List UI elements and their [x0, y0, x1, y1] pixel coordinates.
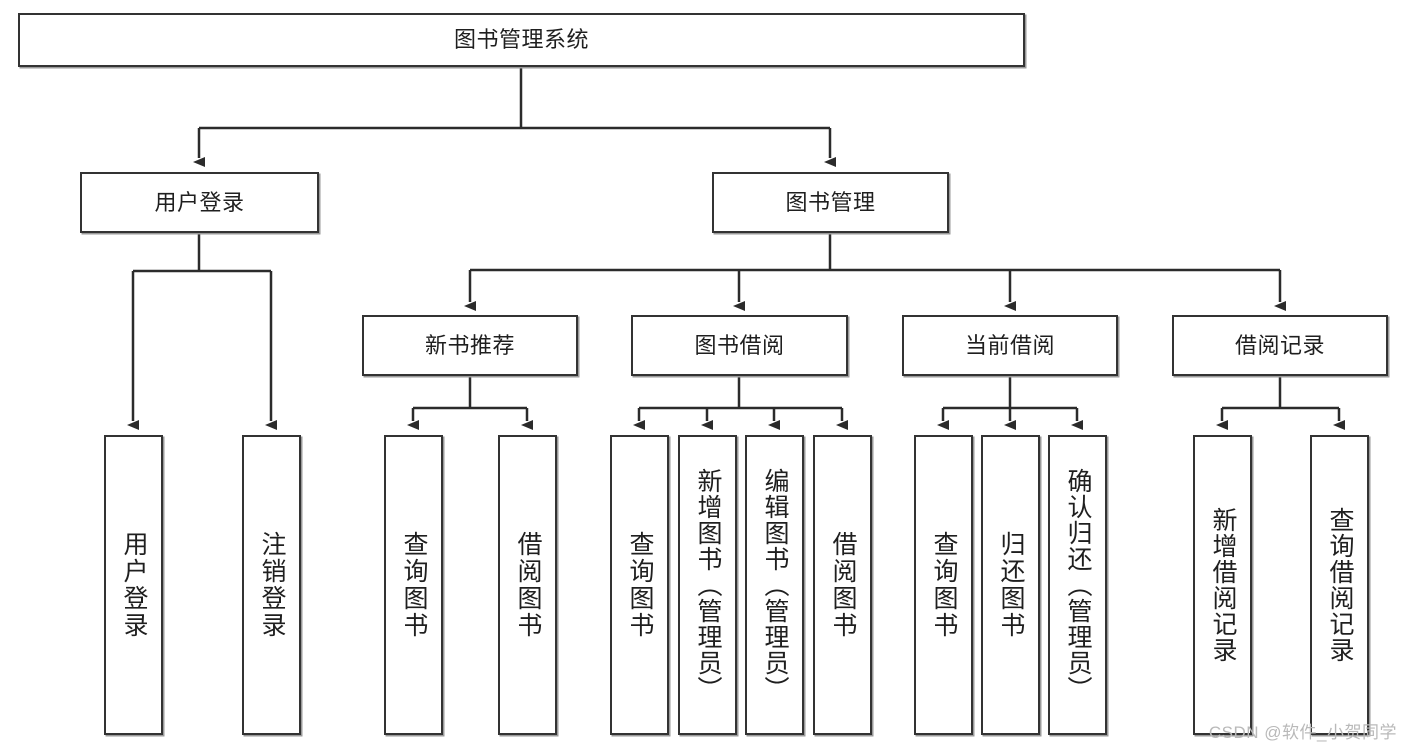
node-leaf-query-book-3[interactable]: 查询图书 — [914, 435, 973, 735]
node-leaf-query-book-2[interactable]: 查询图书 — [610, 435, 669, 735]
node-leaf-add-book-label: 新增图书（管理员） — [694, 468, 722, 702]
node-leaf-user-login[interactable]: 用户登录 — [104, 435, 163, 735]
node-leaf-query-book-3-label: 查询图书 — [930, 531, 958, 639]
node-leaf-query-record-label: 查询借阅记录 — [1326, 507, 1354, 663]
node-book-borrow[interactable]: 图书借阅 — [631, 315, 848, 376]
node-leaf-add-record-label: 新增借阅记录 — [1209, 507, 1237, 663]
node-leaf-user-login-label: 用户登录 — [120, 531, 148, 639]
node-leaf-borrow-book-2-label: 借阅图书 — [829, 531, 857, 639]
node-leaf-query-record[interactable]: 查询借阅记录 — [1310, 435, 1369, 735]
node-leaf-confirm-return-label: 确认归还（管理员） — [1064, 468, 1092, 702]
node-current-borrow-label: 当前借阅 — [964, 332, 1055, 358]
node-leaf-logout-login-label: 注销登录 — [258, 531, 286, 639]
node-new-book-recommend-label: 新书推荐 — [424, 332, 515, 358]
node-current-borrow[interactable]: 当前借阅 — [902, 315, 1118, 376]
node-leaf-confirm-return[interactable]: 确认归还（管理员） — [1048, 435, 1107, 735]
node-root-label: 图书管理系统 — [453, 27, 589, 53]
node-book-management-label: 图书管理 — [785, 189, 876, 215]
node-leaf-borrow-book-1[interactable]: 借阅图书 — [498, 435, 557, 735]
node-leaf-borrow-book-1-label: 借阅图书 — [514, 531, 542, 639]
node-book-management[interactable]: 图书管理 — [712, 172, 949, 233]
node-user-login-label: 用户登录 — [154, 189, 245, 215]
node-leaf-borrow-book-2[interactable]: 借阅图书 — [813, 435, 872, 735]
node-leaf-return-book[interactable]: 归还图书 — [981, 435, 1040, 735]
node-leaf-edit-book-label: 编辑图书（管理员） — [761, 468, 789, 702]
node-borrow-record-label: 借阅记录 — [1234, 332, 1325, 358]
node-leaf-query-book-1-label: 查询图书 — [400, 531, 428, 639]
node-leaf-add-book[interactable]: 新增图书（管理员） — [678, 435, 737, 735]
node-leaf-logout-login[interactable]: 注销登录 — [242, 435, 301, 735]
node-user-login[interactable]: 用户登录 — [80, 172, 319, 233]
node-book-borrow-label: 图书借阅 — [694, 332, 785, 358]
node-leaf-edit-book[interactable]: 编辑图书（管理员） — [745, 435, 804, 735]
node-borrow-record[interactable]: 借阅记录 — [1172, 315, 1388, 376]
node-leaf-return-book-label: 归还图书 — [997, 531, 1025, 639]
node-leaf-add-record[interactable]: 新增借阅记录 — [1193, 435, 1252, 735]
node-leaf-query-book-2-label: 查询图书 — [626, 531, 654, 639]
node-new-book-recommend[interactable]: 新书推荐 — [362, 315, 578, 376]
node-root[interactable]: 图书管理系统 — [18, 13, 1025, 67]
csdn-watermark: CSDN @软件_小贺同学 — [1208, 723, 1397, 742]
node-leaf-query-book-1[interactable]: 查询图书 — [384, 435, 443, 735]
